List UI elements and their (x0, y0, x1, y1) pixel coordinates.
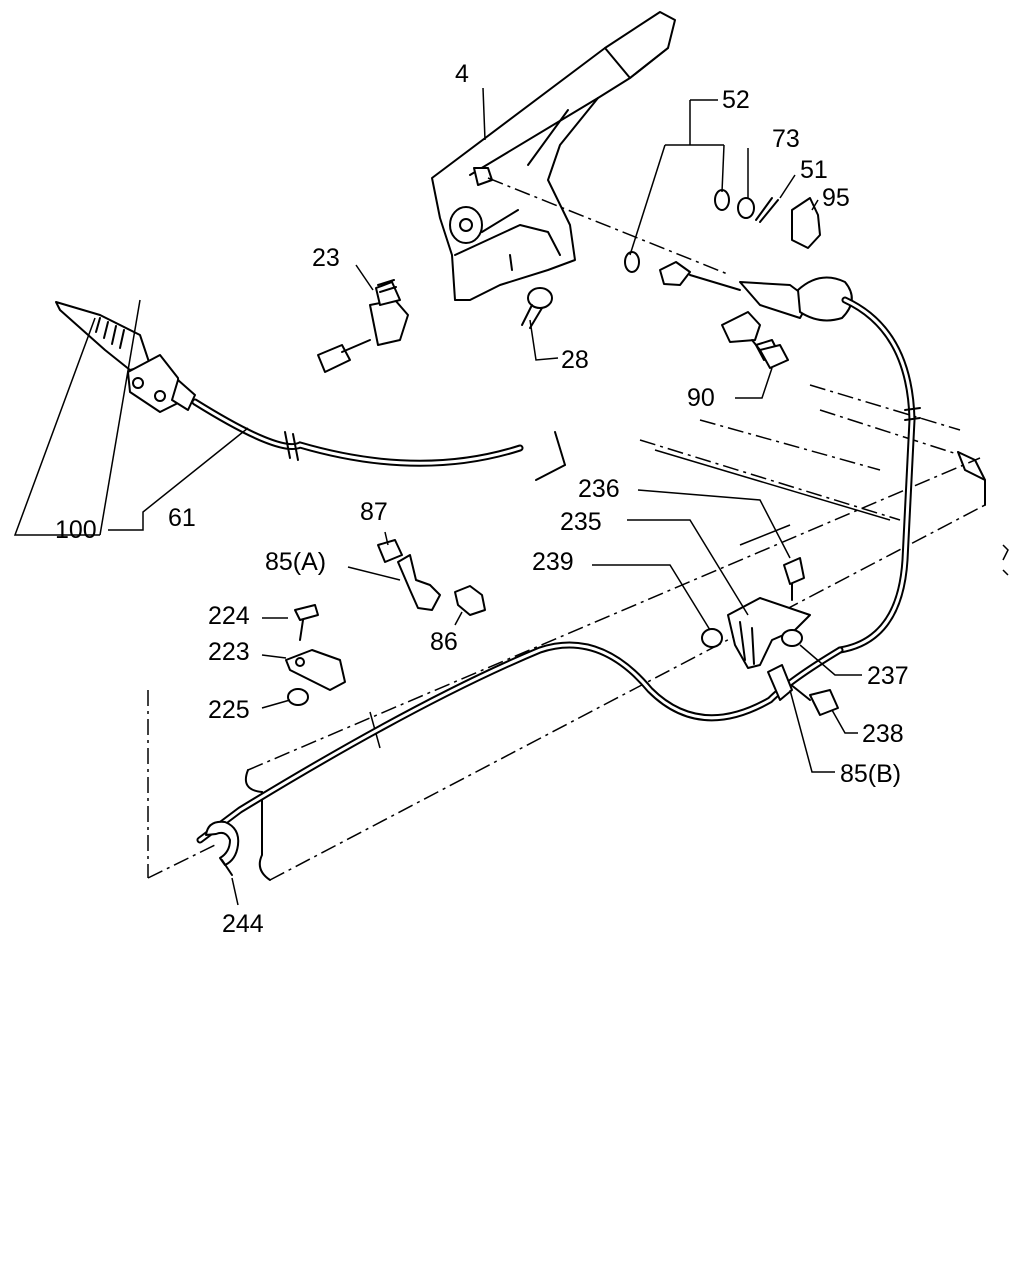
label-part-23: 23 (312, 244, 340, 272)
washer-52b (624, 251, 640, 273)
parking-brake-lever (431, 11, 676, 301)
pin-washer-set (624, 189, 821, 291)
label-part-225: 225 (208, 696, 250, 724)
label-part-95: 95 (822, 184, 850, 212)
label-part-224: 224 (208, 602, 250, 630)
label-part-100: 100 (55, 516, 97, 544)
label-part-4: 4 (455, 60, 469, 88)
bracket-235-group (701, 557, 839, 716)
label-part-87: 87 (360, 498, 388, 526)
washer-73 (737, 197, 755, 219)
label-part-85a: 85(A) (265, 548, 326, 576)
assembly-centerline (487, 177, 731, 276)
label-part-28: 28 (561, 346, 589, 374)
front-cable (55, 301, 566, 481)
clevis-95 (791, 197, 821, 249)
rear-cable (196, 641, 844, 876)
label-part-237: 237 (867, 662, 909, 690)
label-part-86: 86 (430, 628, 458, 656)
label-part-223: 223 (208, 638, 250, 666)
label-part-244: 244 (222, 910, 264, 938)
front-cable-end (721, 276, 921, 654)
bolt-90 (751, 339, 789, 369)
brake-switch (317, 279, 409, 373)
label-part-73: 73 (772, 125, 800, 153)
leader-lines (13, 87, 1009, 906)
bolt-28 (521, 287, 553, 329)
cotter-pin-51 (755, 197, 779, 223)
label-part-238: 238 (862, 720, 904, 748)
label-part-236: 236 (578, 475, 620, 503)
label-part-61: 61 (168, 504, 196, 532)
label-part-239: 239 (532, 548, 574, 576)
label-part-235: 235 (560, 508, 602, 536)
frame-rail (147, 384, 986, 881)
label-part-90: 90 (687, 384, 715, 412)
washer-52a (714, 189, 730, 211)
clip-85a-group (377, 539, 486, 616)
clip-223-group (285, 604, 346, 706)
label-part-85b: 85(B) (840, 760, 901, 788)
part-labels: 4 52 73 51 95 23 28 90 100 61 87 85(A) 8… (55, 60, 909, 938)
label-part-52: 52 (722, 86, 750, 114)
label-part-51: 51 (800, 156, 828, 184)
